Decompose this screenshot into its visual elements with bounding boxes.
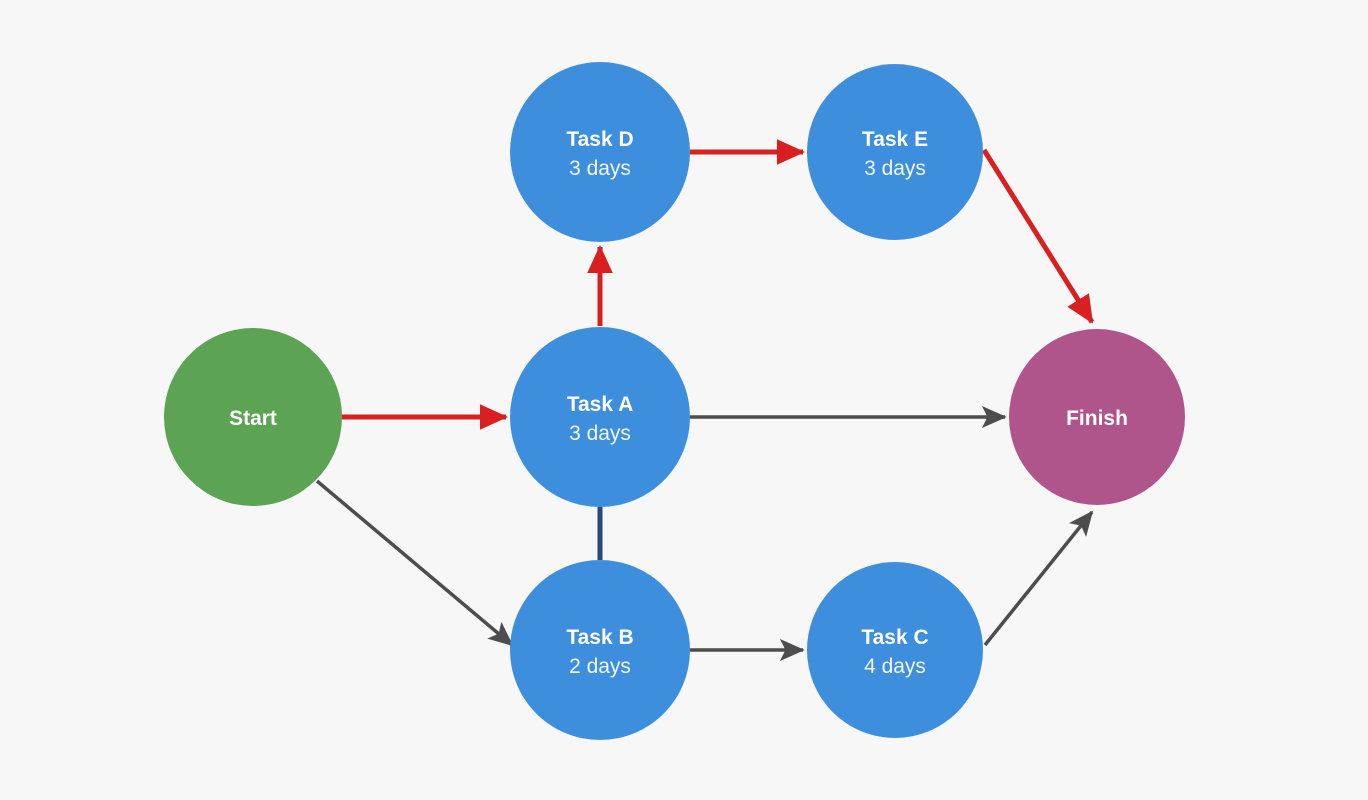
node-circle-taskB[interactable] — [510, 560, 690, 740]
node-taskA[interactable]: Task A 3 days — [510, 327, 690, 507]
node-duration-taskC: 4 days — [864, 655, 926, 678]
node-title-finish: Finish — [1066, 407, 1128, 430]
edges-layer — [315, 139, 1095, 662]
node-title-taskA: Task A — [567, 393, 634, 416]
node-duration-taskE: 3 days — [864, 157, 926, 180]
node-circle-start[interactable] — [164, 328, 342, 506]
node-taskD[interactable]: Task D 3 days — [510, 62, 690, 242]
node-title-start: Start — [229, 407, 277, 430]
node-circle-taskA[interactable] — [510, 327, 690, 507]
node-circle-taskD[interactable] — [510, 62, 690, 242]
edge-taskE-to-finish[interactable] — [981, 148, 1095, 324]
node-circle-taskC[interactable] — [807, 562, 983, 738]
node-title-taskE: Task E — [862, 128, 928, 151]
node-duration-taskA: 3 days — [569, 422, 631, 445]
node-duration-taskB: 2 days — [569, 655, 631, 678]
node-taskB[interactable]: Task B 2 days — [510, 560, 690, 740]
edge-taskC-to-finish[interactable] — [983, 510, 1094, 647]
edge-start-to-taskB[interactable] — [315, 479, 514, 647]
node-duration-taskD: 3 days — [569, 157, 631, 180]
node-title-taskD: Task D — [566, 128, 633, 151]
node-taskE[interactable]: Task E 3 days — [807, 64, 983, 240]
node-circle-finish[interactable] — [1009, 329, 1185, 505]
node-start[interactable]: Start — [164, 328, 342, 506]
node-finish[interactable]: Finish — [1009, 329, 1185, 505]
node-circle-taskE[interactable] — [807, 64, 983, 240]
node-title-taskC: Task C — [861, 626, 928, 649]
node-title-taskB: Task B — [566, 626, 633, 649]
node-taskC[interactable]: Task C 4 days — [807, 562, 983, 738]
